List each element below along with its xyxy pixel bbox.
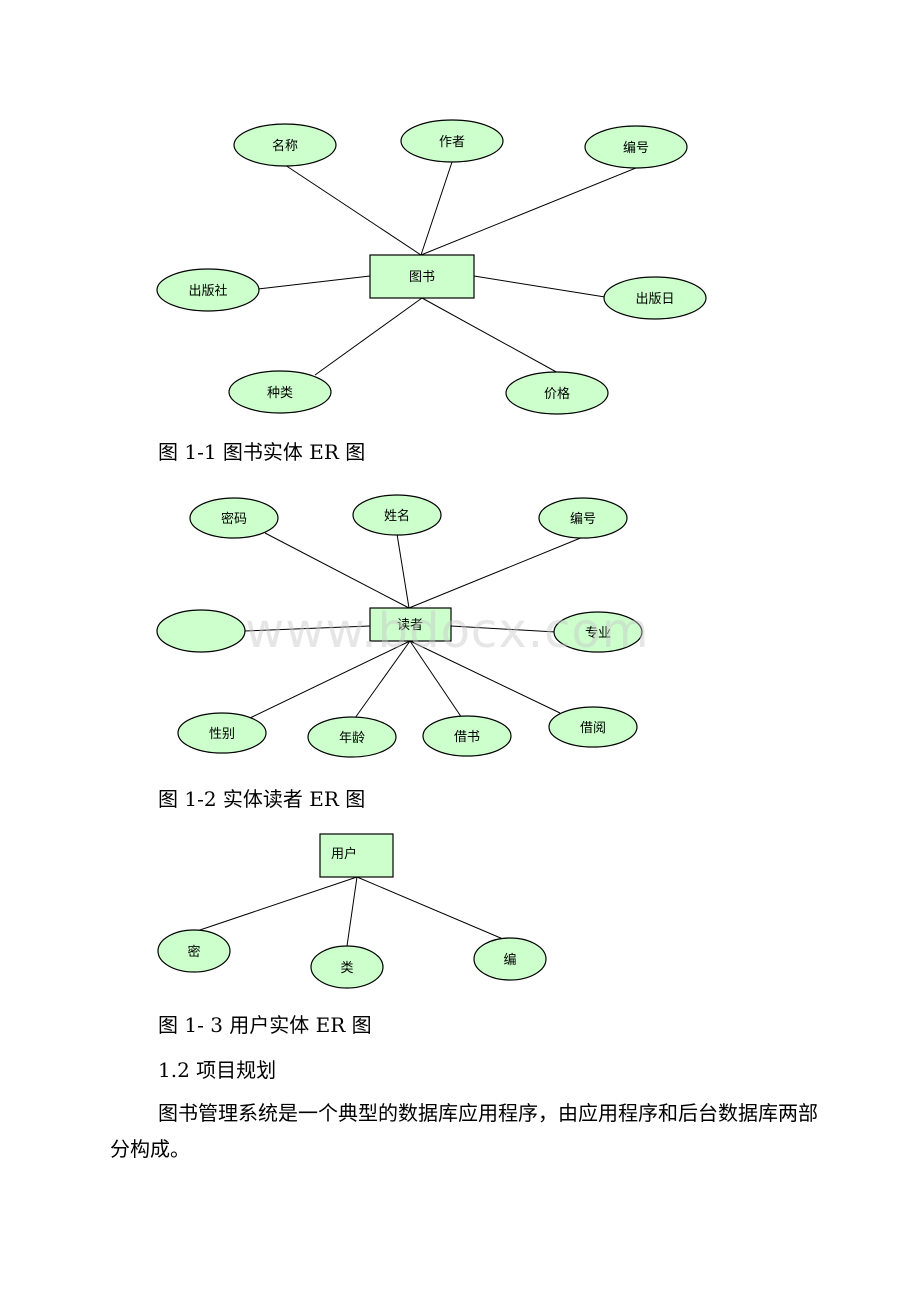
body-paragraph: 图书管理系统是一个典型的数据库应用程序，由应用程序和后台数据库两部分构成。: [110, 1101, 818, 1161]
attribute-borrow-read: 借阅: [548, 706, 638, 748]
svg-text:读者: 读者: [397, 618, 423, 633]
edges: [257, 161, 637, 376]
attribute-password: 密: [157, 929, 231, 973]
edges: [243, 532, 584, 719]
attribute-password: 密码: [189, 497, 279, 539]
svg-text:用户: 用户: [331, 846, 357, 862]
attribute-name: 姓名: [352, 494, 442, 536]
svg-text:编号: 编号: [623, 141, 649, 156]
er-diagram-reader: 密码 姓名 编号 专业 性别 年龄 借书 借阅 读者: [156, 494, 643, 758]
watermark: www.bdocx.com: [245, 603, 650, 659]
svg-text:图书: 图书: [409, 270, 435, 285]
svg-text:姓名: 姓名: [384, 508, 410, 524]
svg-text:编号: 编号: [570, 512, 596, 527]
attribute-price: 价格: [505, 371, 609, 415]
edges: [193, 876, 504, 947]
entity-book: 图书: [369, 254, 475, 299]
svg-text:名称: 名称: [272, 138, 298, 154]
svg-text:作者: 作者: [439, 135, 465, 150]
er-diagram-user: 密 类 编 用户: [157, 833, 547, 989]
attribute-publish-date: 出版日: [603, 276, 707, 320]
figure-caption-3: 图 1- 3 用户实体 ER 图: [158, 1013, 372, 1037]
svg-text:价格: 价格: [544, 386, 570, 402]
svg-text:类: 类: [340, 961, 353, 976]
svg-text:借书: 借书: [454, 730, 480, 745]
attribute-publisher: 出版社: [156, 268, 260, 312]
entity-user: 用户: [319, 833, 394, 878]
svg-text:年龄: 年龄: [339, 731, 365, 746]
svg-text:编: 编: [503, 953, 516, 968]
attribute-blank: [156, 609, 246, 653]
attribute-author: 作者: [400, 119, 504, 163]
attribute-major: 专业: [553, 611, 643, 653]
attribute-borrow-book: 借书: [422, 715, 512, 757]
attribute-type: 类: [310, 945, 384, 989]
svg-text:密: 密: [187, 944, 200, 960]
svg-text:出版日: 出版日: [635, 292, 674, 307]
entity-reader: 读者: [369, 607, 452, 642]
svg-text:出版社: 出版社: [188, 283, 227, 299]
svg-text:种类: 种类: [267, 386, 293, 401]
er-diagram-book: 名称 作者 编号 出版社 出版日 种类 价格 图书: [156, 119, 707, 415]
attribute-id: 编号: [584, 125, 688, 169]
attribute-gender: 性别: [177, 712, 267, 754]
attribute-name: 名称: [233, 123, 337, 167]
attribute-category: 种类: [228, 370, 332, 414]
figure-caption-1: 图 1-1 图书实体 ER 图: [158, 440, 366, 464]
attribute-id: 编: [473, 937, 547, 981]
svg-text:借阅: 借阅: [580, 721, 606, 736]
svg-text:专业: 专业: [585, 626, 611, 641]
svg-text:密码: 密码: [221, 511, 247, 527]
attribute-age: 年龄: [307, 716, 397, 758]
attribute-id: 编号: [538, 497, 628, 539]
svg-text:性别: 性别: [209, 727, 235, 742]
figure-caption-2: 图 1-2 实体读者 ER 图: [158, 787, 366, 811]
section-heading: 1.2 项目规划: [158, 1058, 277, 1082]
